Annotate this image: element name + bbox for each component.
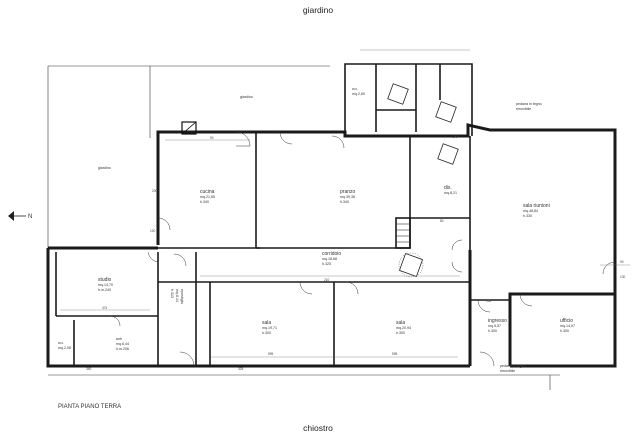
- room-height: h.300: [262, 331, 271, 335]
- room-antibagno: anti mq.6,44 h.m.206: [116, 337, 129, 351]
- room-pranzo: pranzo mq.39,38 h.340: [340, 189, 356, 204]
- dim-text: 340: [86, 367, 92, 371]
- dim-text: 80: [440, 219, 444, 223]
- dim-text: 90: [620, 260, 624, 264]
- dimension-texts: 474 595 595 90 130 90 120 80 100 210 150…: [86, 135, 626, 371]
- room-name: ripostiglio: [180, 289, 184, 304]
- dim-text: 120: [150, 229, 156, 233]
- dim-text: 595: [268, 352, 274, 356]
- interior-walls: [55, 64, 510, 366]
- room-height: h.313: [170, 289, 174, 298]
- dim-text: 90: [210, 136, 214, 140]
- dim-text: 595: [392, 352, 398, 356]
- room-sala-riunioni: sala riunioni mq.48,84 h.330: [523, 203, 550, 218]
- dim-text: 130: [620, 275, 626, 279]
- dim-text: 100: [452, 135, 458, 139]
- room-name: sala: [262, 320, 271, 326]
- room-height: h.330: [523, 214, 532, 218]
- room-name: corridoio: [322, 251, 341, 257]
- room-name: ingresso: [488, 318, 507, 324]
- top-label: giardino: [303, 5, 334, 15]
- room-ripostiglio: ripostiglio mq.8,14 h.313: [170, 289, 184, 304]
- doors: [109, 131, 616, 367]
- room-name: w.c.: [58, 341, 64, 345]
- room-name: dis.: [444, 185, 452, 191]
- room-dis: dis. mq.8,21: [444, 185, 457, 195]
- room-area: mq.14,07: [560, 324, 575, 328]
- dim-text: 150: [486, 299, 492, 303]
- room-wc-top: w.c. mq.2,80: [352, 87, 365, 96]
- garden-left-label: giardino: [98, 166, 111, 170]
- room-area: mq.48,84: [523, 209, 538, 213]
- bottom-label: chiostro: [303, 423, 333, 433]
- chimney-box: [181, 121, 197, 135]
- room-name: cucina: [200, 189, 215, 195]
- room-cucina: cucina mq.21,65 h.340: [200, 189, 215, 204]
- stair-treads: [396, 223, 410, 243]
- room-height: h.325: [322, 262, 331, 266]
- room-height: h.m.240: [98, 288, 111, 292]
- room-height: h.m.206: [116, 347, 129, 351]
- north-arrow: N: [8, 211, 32, 221]
- room-ingresso: ingresso mq.5,57 h.300: [488, 318, 507, 333]
- room-area: mq.5,57: [488, 324, 501, 328]
- room-area: mq.2,06: [58, 346, 71, 350]
- room-area: mq.18,68: [322, 257, 337, 261]
- room-name: studio: [98, 277, 112, 283]
- plan-title: PIANTA PIANO TERRA: [58, 404, 121, 410]
- room-corridoio: corridoio mq.18,68 h.325: [322, 251, 341, 266]
- room-area: mq.20,94: [396, 326, 411, 330]
- room-name: pranzo: [340, 189, 356, 195]
- room-area: mq.14,70: [98, 283, 113, 287]
- room-height: h.300: [488, 329, 497, 333]
- room-area: mq.8,14: [175, 289, 179, 302]
- room-area: mq.6,44: [116, 342, 129, 346]
- dimension-lines: [60, 49, 630, 358]
- room-name: sala: [396, 320, 405, 326]
- room-name: anti: [116, 337, 122, 341]
- room-sala-2: sala mq.20,94 h.300: [396, 320, 411, 335]
- room-area: mq.39,38: [340, 195, 355, 199]
- pedana-bottom-line1: pedana in legno: [500, 364, 526, 368]
- room-name: w.c.: [352, 87, 358, 91]
- dim-text: 210: [324, 278, 330, 282]
- dim-text: 474: [102, 306, 108, 310]
- room-height: h.340: [340, 200, 349, 204]
- room-area: mq.21,65: [200, 195, 215, 199]
- room-area: mq.19,71: [262, 326, 277, 330]
- room-sala-1: sala mq.19,71 h.300: [262, 320, 277, 335]
- pedana-top-line2: rimovibile: [516, 107, 531, 111]
- north-label: N: [28, 214, 32, 220]
- room-name: sala riunioni: [523, 203, 550, 209]
- dim-text: 325: [238, 367, 244, 371]
- pedana-top-line1: pedana in legno: [516, 102, 542, 106]
- room-name: ufficio: [560, 318, 573, 324]
- dim-text: 200: [152, 189, 158, 193]
- garden-top-label: giardino: [240, 95, 253, 99]
- accessibility-icons: [387, 83, 459, 278]
- room-wc: w.c. mq.2,06: [58, 341, 71, 350]
- exterior-walls: [46, 63, 617, 368]
- room-height: h.300: [560, 329, 569, 333]
- room-height: h.340: [200, 200, 209, 204]
- pedana-bottom-line2: rimovibile: [500, 369, 515, 373]
- room-area: mq.2,80: [352, 92, 365, 96]
- room-height: h.300: [396, 331, 405, 335]
- room-area: mq.8,21: [444, 191, 457, 195]
- room-studio: studio mq.14,70 h.m.240: [98, 277, 113, 292]
- room-ufficio: ufficio mq.14,07 h.300: [560, 318, 575, 333]
